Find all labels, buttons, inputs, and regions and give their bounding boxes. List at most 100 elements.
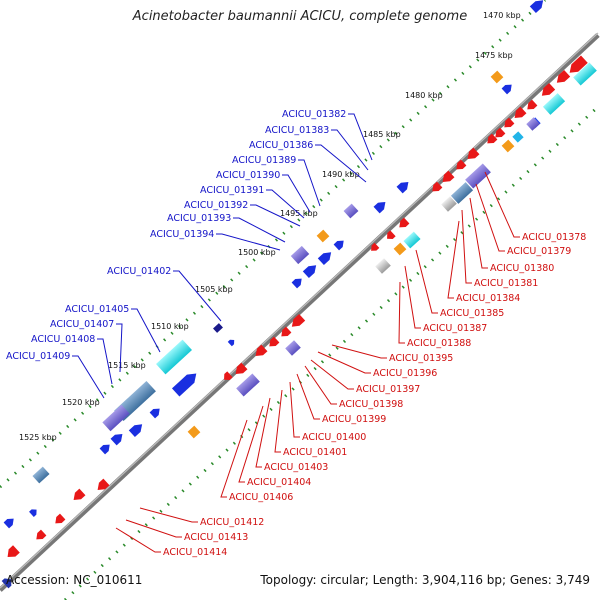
gene-arrow-shape [514, 106, 527, 119]
gc-track-inner [63, 103, 600, 600]
reverse-gene-label: ACICU_01385 [440, 308, 504, 319]
reverse-label-leader [317, 351, 371, 374]
forward-gene-label: ACICU_01402 [107, 266, 171, 277]
gene-arrow-shape [99, 444, 110, 455]
genome-summary: Topology: circular; Length: 3,904,116 bp… [260, 573, 590, 587]
gene-arrow-shape [541, 82, 556, 96]
reverse-gene-arrow [281, 326, 292, 337]
gene-arrow-shape [501, 84, 512, 95]
scale-tick-label: 1485 kbp [363, 130, 401, 139]
forward-gene-label: ACICU_01391 [200, 185, 264, 196]
reverse-gene-arrow [456, 159, 467, 170]
reverse-gene-label: ACICU_01387 [423, 323, 487, 334]
reverse-label-leader [304, 365, 337, 405]
reverse-gene-arrow [487, 133, 498, 144]
gene-arrow-shape [55, 513, 66, 524]
gene-block-shape [290, 245, 310, 265]
scale-tick-label: 1475 kbp [475, 51, 513, 60]
scale-tick-label: 1510 kbp [151, 322, 189, 331]
gene-arrow-shape [387, 230, 396, 239]
gene-block-shape [102, 404, 130, 432]
gene-block [490, 70, 504, 84]
reverse-gene-arrow [569, 55, 588, 73]
gene-labels: ACICU_01382ACICU_01383ACICU_01386ACICU_0… [6, 109, 586, 558]
gene-arrow-shape [569, 55, 588, 73]
reverse-label-leader [461, 209, 472, 284]
forward-gene-arrow [317, 252, 332, 266]
gene-block [450, 182, 474, 204]
forward-label-leader [348, 113, 373, 161]
gene-arrow-shape [333, 240, 344, 251]
gene-block-shape [441, 196, 457, 212]
forward-gene-arrow [128, 424, 143, 438]
gene-block [343, 203, 359, 219]
forward-label-leader [173, 270, 222, 322]
forward-gene-arrow [302, 265, 317, 279]
reverse-label-leader [115, 527, 161, 553]
gene-arrow-shape [396, 181, 409, 194]
gene-block [526, 117, 540, 131]
reverse-gene-label: ACICU_01399 [322, 414, 386, 425]
gene-block [316, 229, 330, 243]
backbone-line-highlight [0, 32, 599, 589]
forward-gene-label: ACICU_01389 [232, 155, 296, 166]
reverse-gene-arrow [291, 313, 306, 327]
forward-gene-arrow [529, 0, 544, 14]
gc-track-outer [0, 0, 546, 489]
forward-gene-label: ACICU_01407 [50, 319, 114, 330]
reverse-gene-arrow [504, 117, 515, 128]
forward-gene-arrow [171, 373, 197, 397]
forward-gene-arrow [333, 240, 344, 251]
gene-arrow-shape [1, 578, 12, 589]
gene-block-shape [213, 323, 223, 333]
reverse-gene-arrow [36, 529, 47, 540]
scale-tick-label: 1480 kbp [405, 91, 443, 100]
gene-arrow-shape [224, 371, 233, 380]
forward-label-leader [282, 174, 311, 213]
gene-block [512, 131, 524, 143]
reverse-label-leader [289, 381, 300, 438]
forward-gene-label: ACICU_01408 [31, 334, 95, 345]
accession-text: Accession: NC_010611 [6, 573, 143, 587]
reverse-gene-label: ACICU_01380 [490, 263, 554, 274]
gene-features [1, 0, 597, 589]
genome-title: Acinetobacter baumannii ACICU, complete … [132, 9, 468, 24]
gene-block-shape [526, 117, 540, 131]
reverse-gene-arrow [371, 242, 380, 251]
gene-block-shape [542, 93, 566, 115]
gene-block-shape [393, 242, 407, 256]
forward-gene-label: ACICU_01386 [249, 140, 313, 151]
gene-arrow-shape [302, 265, 317, 279]
reverse-gene-arrow [527, 99, 538, 110]
gene-arrow-shape [255, 344, 268, 357]
gene-arrow-shape [128, 424, 143, 438]
gene-arrow-shape [269, 336, 280, 347]
gene-arrow-shape [373, 201, 386, 214]
reverse-gene-label: ACICU_01404 [247, 477, 311, 488]
forward-label-leader [72, 355, 105, 399]
forward-gene-label: ACICU_01405 [65, 304, 129, 315]
gene-block [393, 242, 407, 256]
reverse-gene-label: ACICU_01388 [407, 338, 471, 349]
gene-arrow-shape [171, 373, 197, 397]
forward-label-leader [233, 217, 286, 243]
gene-arrow-shape [291, 313, 306, 327]
forward-label-leader [250, 204, 301, 227]
forward-gene-arrow [291, 278, 302, 289]
reverse-label-leader [447, 220, 460, 299]
reverse-gene-arrow [495, 127, 506, 138]
gene-block-shape [573, 62, 597, 86]
gene-arrow-shape [527, 99, 538, 110]
gene-block [102, 404, 130, 432]
reverse-gene-label: ACICU_01378 [522, 232, 586, 243]
forward-gene-arrow [149, 408, 160, 419]
gene-block-shape [501, 139, 515, 153]
reverse-label-leader [398, 281, 405, 344]
forward-label-leader [97, 338, 113, 385]
gene-arrow-shape [556, 69, 571, 83]
forward-label-leader [116, 323, 123, 373]
forward-gene-arrow [1, 578, 12, 589]
reverse-gene-label: ACICU_01379 [507, 246, 571, 257]
reverse-gene-arrow [432, 181, 443, 192]
